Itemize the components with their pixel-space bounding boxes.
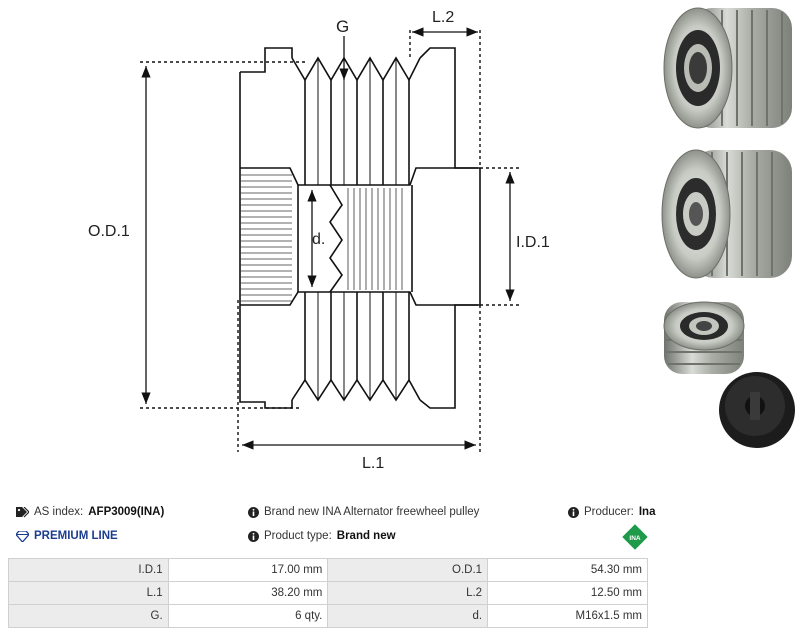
table-row: I.D.1 17.00 mm O.D.1 54.30 mm <box>8 558 648 582</box>
spec-value: 38.20 mm <box>167 581 329 605</box>
dim-label-l2: L.2 <box>432 9 454 26</box>
spec-label: d. <box>327 604 489 628</box>
spec-label: L.2 <box>327 581 489 605</box>
product-type: Product type: Brand new <box>248 530 396 542</box>
product-photos <box>661 7 795 448</box>
dimension-arrows <box>141 27 515 450</box>
info-icon <box>248 506 259 518</box>
spec-label: O.D.1 <box>327 558 489 582</box>
dim-label-id1: I.D.1 <box>516 234 550 251</box>
as-index-label: AS index: <box>34 506 84 518</box>
description-text: Brand new INA Alternator freewheel pulle… <box>264 506 480 518</box>
dim-label-l1: L.1 <box>362 455 384 472</box>
ina-logo-text: INA <box>629 535 641 542</box>
table-row: L.1 38.20 mm L.2 12.50 mm <box>8 581 648 605</box>
product-info: AS index: AFP3009(INA) PREMIUM LINE Bran… <box>0 500 800 550</box>
technical-drawing: G L.2 O.D.1 d. I.D.1 L.1 <box>88 9 550 472</box>
info-icon <box>568 506 579 518</box>
spec-value: 6 qty. <box>167 604 329 628</box>
spec-table: I.D.1 17.00 mm O.D.1 54.30 mm L.1 38.20 … <box>8 558 648 628</box>
description: Brand new INA Alternator freewheel pulle… <box>248 506 479 518</box>
producer-value: Ina <box>638 506 656 518</box>
ina-logo: INA <box>622 524 648 550</box>
spec-value: 17.00 mm <box>167 558 329 582</box>
spec-value: 54.30 mm <box>487 558 648 582</box>
thread-hatch <box>347 188 403 290</box>
spec-value: M16x1.5 mm <box>487 604 648 628</box>
info-icon <box>248 530 259 542</box>
spec-label: I.D.1 <box>8 558 169 582</box>
as-index: AS index: AFP3009(INA) <box>16 506 164 518</box>
premium-line-label: PREMIUM LINE <box>34 530 118 542</box>
extension-lines <box>140 30 520 452</box>
spec-label: L.1 <box>8 581 169 605</box>
as-index-value: AFP3009(INA) <box>88 506 165 518</box>
spec-value: 12.50 mm <box>487 581 648 605</box>
spec-label: G. <box>8 604 169 628</box>
tag-icon <box>16 506 29 518</box>
producer: Producer: Ina <box>568 506 655 518</box>
pulley-outline <box>239 47 481 409</box>
premium-line: PREMIUM LINE <box>16 530 118 542</box>
table-row: G. 6 qty. d. M16x1.5 mm <box>8 604 648 628</box>
producer-label: Producer: <box>584 506 634 518</box>
pulley-photo-front <box>663 7 792 129</box>
diamond-icon <box>16 530 29 542</box>
product-type-value: Brand new <box>336 530 396 542</box>
product-type-label: Product type: <box>264 530 332 542</box>
dim-label-g: G <box>336 17 349 36</box>
pulley-photo-angle <box>661 149 792 279</box>
dim-label-od1: O.D.1 <box>88 223 130 240</box>
dim-label-d: d. <box>312 231 325 248</box>
pulley-photo-small-with-cap <box>663 301 795 448</box>
spline-hatch <box>240 174 292 302</box>
